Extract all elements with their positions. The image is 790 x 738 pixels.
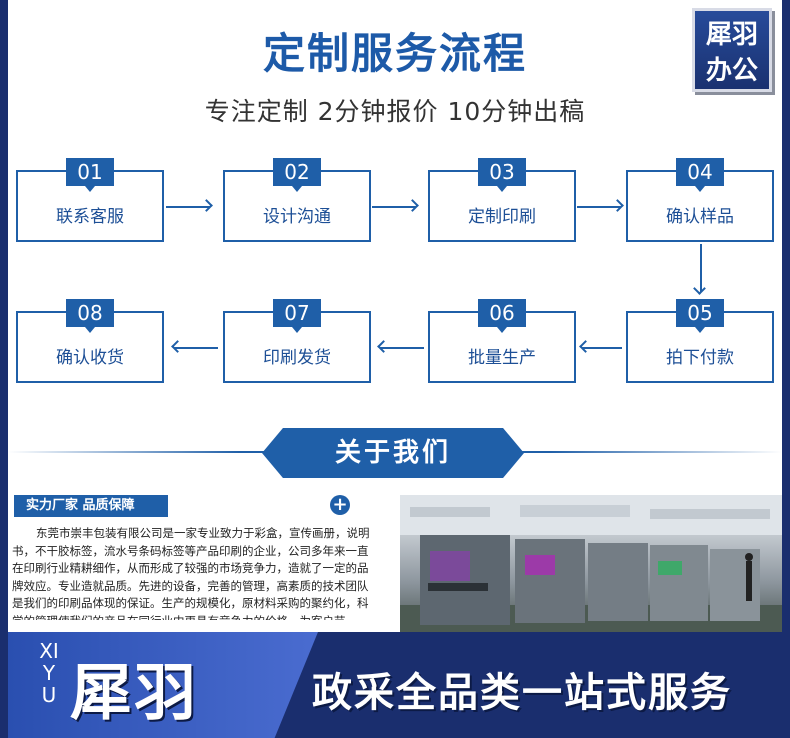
footer-brand-panel (8, 632, 318, 738)
step-confirm-sample: 04 确认样品 (626, 158, 774, 242)
about-us-heading: 关于我们 (262, 428, 524, 478)
brand-logo-badge: 犀羽 办公 (692, 8, 772, 92)
step-label: 确认样品 (666, 207, 734, 227)
step-confirm-receipt: 08 确认收货 (16, 299, 164, 383)
step-custom-printing: 03 定制印刷 (428, 158, 576, 242)
step-label: 确认收货 (56, 348, 124, 368)
step-number: 08 (66, 299, 114, 333)
arrow-right-icon (577, 206, 621, 208)
step-number: 02 (273, 158, 321, 192)
step-number: 07 (273, 299, 321, 333)
step-label: 设计沟通 (263, 207, 331, 227)
step-label: 定制印刷 (468, 207, 536, 227)
badge-text-line2: 办公 (705, 56, 758, 86)
step-number: 01 (66, 158, 114, 192)
step-label: 联系客服 (56, 207, 124, 227)
plus-icon[interactable]: + (330, 495, 350, 515)
step-number: 04 (676, 158, 724, 192)
arrow-left-icon (174, 347, 218, 349)
step-label: 批量生产 (468, 348, 536, 368)
brand-pinyin: XIYU (39, 639, 59, 707)
arrow-left-icon (582, 347, 622, 349)
step-print-ship: 07 印刷发货 (223, 299, 371, 383)
arrow-right-icon (372, 206, 416, 208)
arrow-right-icon (166, 206, 210, 208)
page-subtitle: 专注定制 2分钟报价 10分钟出稿 (204, 97, 586, 126)
page-title: 定制服务流程 (262, 29, 527, 78)
page-frame: 定制服务流程 专注定制 2分钟报价 10分钟出稿 犀羽 办公 01 联系客服 0… (8, 0, 782, 738)
arrow-down-icon (700, 244, 702, 292)
factory-printing-press-photo (400, 495, 782, 640)
step-number: 05 (676, 299, 724, 333)
badge-text-line1: 犀羽 (705, 20, 758, 50)
service-slogan: 政采全品类一站式服务 (312, 670, 732, 716)
step-number: 03 (478, 158, 526, 192)
step-design-communication: 02 设计沟通 (223, 158, 371, 242)
quality-tagline: 实力厂家 品质保障 (14, 495, 168, 517)
step-number: 06 (478, 299, 526, 333)
step-label: 拍下付款 (666, 348, 734, 368)
step-contact-service: 01 联系客服 (16, 158, 164, 242)
arrow-left-icon (380, 347, 424, 349)
printing-press-illustration (400, 495, 782, 640)
step-mass-production: 06 批量生产 (428, 299, 576, 383)
step-place-order-pay: 05 拍下付款 (626, 299, 774, 383)
step-label: 印刷发货 (263, 348, 331, 368)
company-description: 东莞市崇丰包装有限公司是一家专业致力于彩盒，宣传画册，说明书，不干胶标签，流水号… (12, 526, 370, 620)
brand-name: 犀羽 (70, 656, 199, 729)
company-intro: 实力厂家 品质保障 + 东莞市崇丰包装有限公司是一家专业致力于彩盒，宣传画册，说… (8, 495, 396, 640)
